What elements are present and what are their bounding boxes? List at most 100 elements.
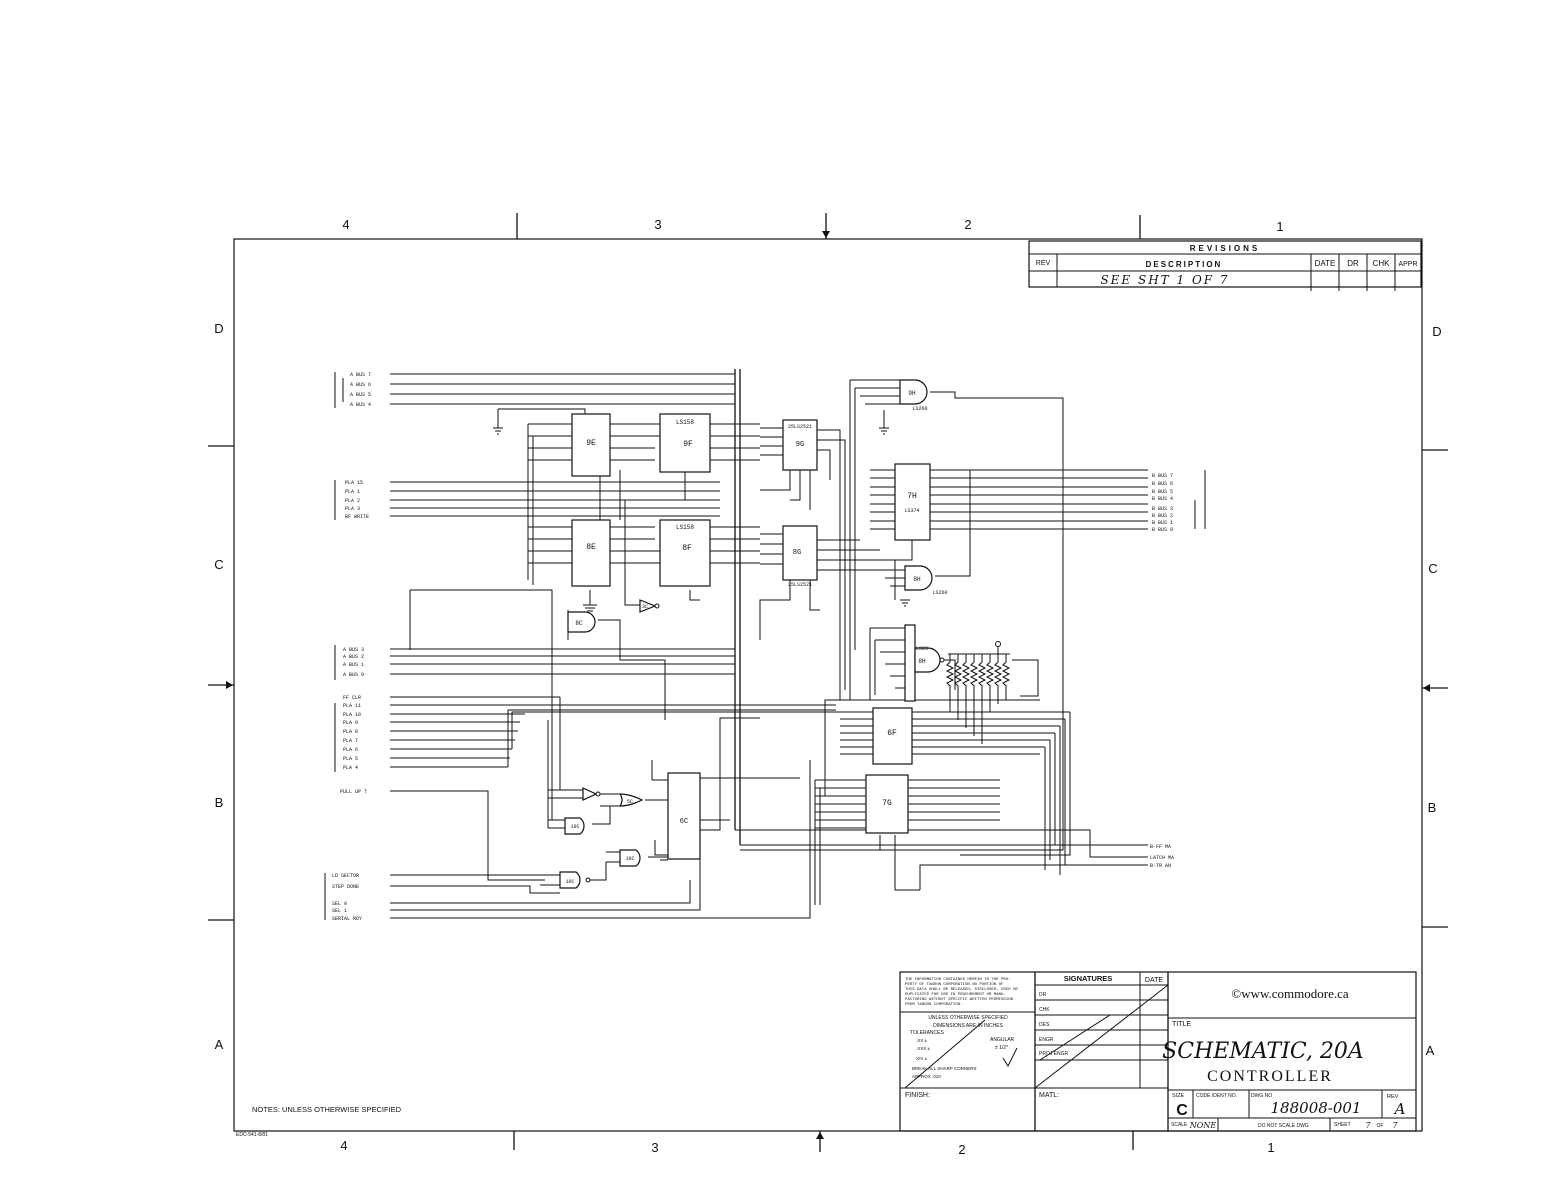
drawing-title-line-2: CONTROLLER	[1207, 1068, 1333, 1085]
signal-pla-9: PLA 9	[343, 720, 358, 726]
gate-10c-third	[559, 871, 591, 889]
signal-b-bus-3: B BUS 3	[1152, 506, 1173, 512]
dwg-no-label: DWG NO	[1251, 1093, 1272, 1099]
zone-col-bottom-1: 1	[1267, 1140, 1274, 1155]
signal-sel-0: SEL 0	[332, 901, 347, 907]
signal-bf-write: BF WRITE	[345, 514, 369, 520]
signal-pla-6: PLA 6	[343, 747, 358, 753]
signal-ff-clr: FF CLR	[343, 695, 361, 701]
scale-value: NONE	[1189, 1121, 1217, 1130]
tolerance-frac: X/X ±	[916, 1056, 928, 1061]
signal-a-bus-7: A BUS 7	[350, 372, 371, 378]
signal-b-bus-6: B BUS 6	[1152, 481, 1173, 487]
gate-9h-label: 9H	[908, 390, 916, 397]
signal-latch-ma: LATCH MA	[1150, 855, 1174, 861]
left-signal-labels: A BUS 7 A BUS 6 A BUS 5 A BUS 4 PLA 15 P…	[324, 372, 371, 922]
chip-9e-label: 9E	[586, 439, 596, 448]
chip-8f	[659, 519, 711, 587]
proprietary-line-2: PERTY OF TANDON CORPORATION NO PORTION O…	[905, 983, 1004, 987]
gate-10c-second	[619, 849, 641, 867]
rev-value: A	[1393, 1100, 1406, 1118]
scale-label: SCALE	[1171, 1122, 1188, 1128]
chip-9f-label: 9F	[683, 440, 693, 449]
proprietary-line-4: DUPLICATED FOR USE IN PROCUREMENT OR MAN…	[905, 993, 1006, 997]
gate-ls03-label: 8H	[918, 658, 926, 665]
chip-8f-label: 8F	[682, 544, 692, 553]
chip-7g-label: 7G	[882, 799, 892, 808]
dwg-no-value: 188008-001	[1271, 1099, 1362, 1117]
revisions-header-dr: DR	[1347, 259, 1359, 268]
signal-b-bus-0: B BUS 0	[1152, 527, 1173, 533]
zone-row-left-d: D	[214, 321, 223, 336]
size-value: C	[1176, 1102, 1188, 1119]
signal-pla-5: PLA 5	[343, 756, 358, 762]
dimensions-note: DIMENSIONS ARE IN INCHES	[933, 1023, 1003, 1029]
proprietary-line-1: THE INFORMATION CONTAINED HEREIN IS THE …	[905, 978, 1011, 982]
chip-8g-label: 8G	[793, 549, 801, 557]
chip-7g	[865, 774, 909, 834]
signature-row-chk: CHK	[1039, 1007, 1050, 1013]
zone-col-top-4: 4	[342, 217, 349, 232]
signal-b-bus-5: B BUS 5	[1152, 489, 1173, 495]
chip-8g	[782, 525, 818, 581]
revisions-title: REVISIONS	[1190, 244, 1261, 253]
chip-6f	[872, 707, 913, 765]
chip-9e	[571, 413, 611, 477]
zone-row-left-a: A	[215, 1037, 224, 1052]
signal-pla-8: PLA 8	[343, 729, 358, 735]
unless-specified: UNLESS OTHERWISE SPECIFIED	[928, 1015, 1008, 1021]
zone-col-bottom-2: 2	[958, 1142, 965, 1157]
code-ident-label: CODE IDENT NO.	[1196, 1093, 1237, 1099]
chip-9f	[659, 413, 711, 473]
gate-8c-label: 8C	[575, 620, 583, 627]
gate-8h	[904, 565, 933, 591]
signatures-title: SIGNATURES	[1064, 974, 1113, 983]
signature-row-proj-engr: PROJ ENGR	[1039, 1051, 1069, 1057]
zone-col-bottom-4: 4	[340, 1138, 347, 1153]
gate-5c-label: 5C	[627, 799, 633, 805]
signal-pla-1: PLA 1	[345, 489, 360, 495]
checkmark-icon	[1002, 1047, 1018, 1068]
chip-6f-label: 6F	[887, 729, 897, 738]
right-signal-labels: B BUS 7 B BUS 6 B BUS 5 B BUS 4 B BUS 3 …	[1150, 470, 1206, 869]
size-label: SIZE	[1172, 1093, 1185, 1099]
revisions-block	[1028, 240, 1422, 291]
gate-5c	[618, 793, 644, 807]
drawing-title-line-1: SCHEMATIC, 20A	[1162, 1039, 1364, 1064]
gate-9h	[899, 379, 928, 405]
approx-note: APPROX .010	[912, 1074, 941, 1079]
revisions-header-date: DATE	[1315, 259, 1336, 268]
date-label: DATE	[1145, 977, 1163, 984]
signal-pla-7: PLA 7	[343, 738, 358, 744]
signal-b-bus-7: B BUS 7	[1152, 473, 1173, 479]
tolerance-xxx: .XXX ±	[916, 1046, 931, 1051]
break-edges: BREAK ALL SHARP CORNERS	[912, 1066, 977, 1071]
angular-value: ± 1/2°	[995, 1045, 1008, 1051]
zone-col-bottom-3: 3	[651, 1140, 658, 1155]
tolerance-xx: .XX ±	[916, 1038, 928, 1043]
revisions-header-appr: APPR	[1398, 261, 1417, 268]
watermark-text: ©www.commodore.ca	[1231, 986, 1349, 1001]
zone-col-top-3: 3	[654, 217, 661, 232]
signature-row-engr: ENGR	[1039, 1037, 1054, 1043]
zone-row-right-a: A	[1426, 1043, 1435, 1058]
gate-8h-label: 8H	[913, 576, 921, 583]
proprietary-line-6: FROM TANDON CORPORATION.	[905, 1003, 963, 1007]
proprietary-line-3: THIS DATA SHALL BE RELEASED, DISCLOSED, …	[905, 988, 1018, 992]
zone-row-left-c: C	[214, 557, 223, 572]
zone-row-left-b: B	[215, 795, 224, 810]
sheet-label: SHEET	[1334, 1122, 1351, 1128]
signal-a-bus-6: A BUS 6	[350, 382, 371, 388]
chip-8f-part: LS158	[676, 524, 694, 531]
signal-pla-3: PLA 3	[345, 506, 360, 512]
signature-row-dr: DR	[1039, 992, 1047, 998]
gate-ls03-part: LS03	[916, 646, 928, 652]
angular-label: ANGULAR	[990, 1037, 1015, 1043]
drawing-border	[208, 213, 1448, 1152]
title-label: TITLE	[1172, 1021, 1191, 1028]
chip-9g	[782, 419, 818, 471]
signal-step-done: STEP DONE	[332, 884, 359, 890]
sheet-of: OF	[1377, 1123, 1384, 1129]
signal-pla-4: PLA 4	[343, 765, 358, 771]
